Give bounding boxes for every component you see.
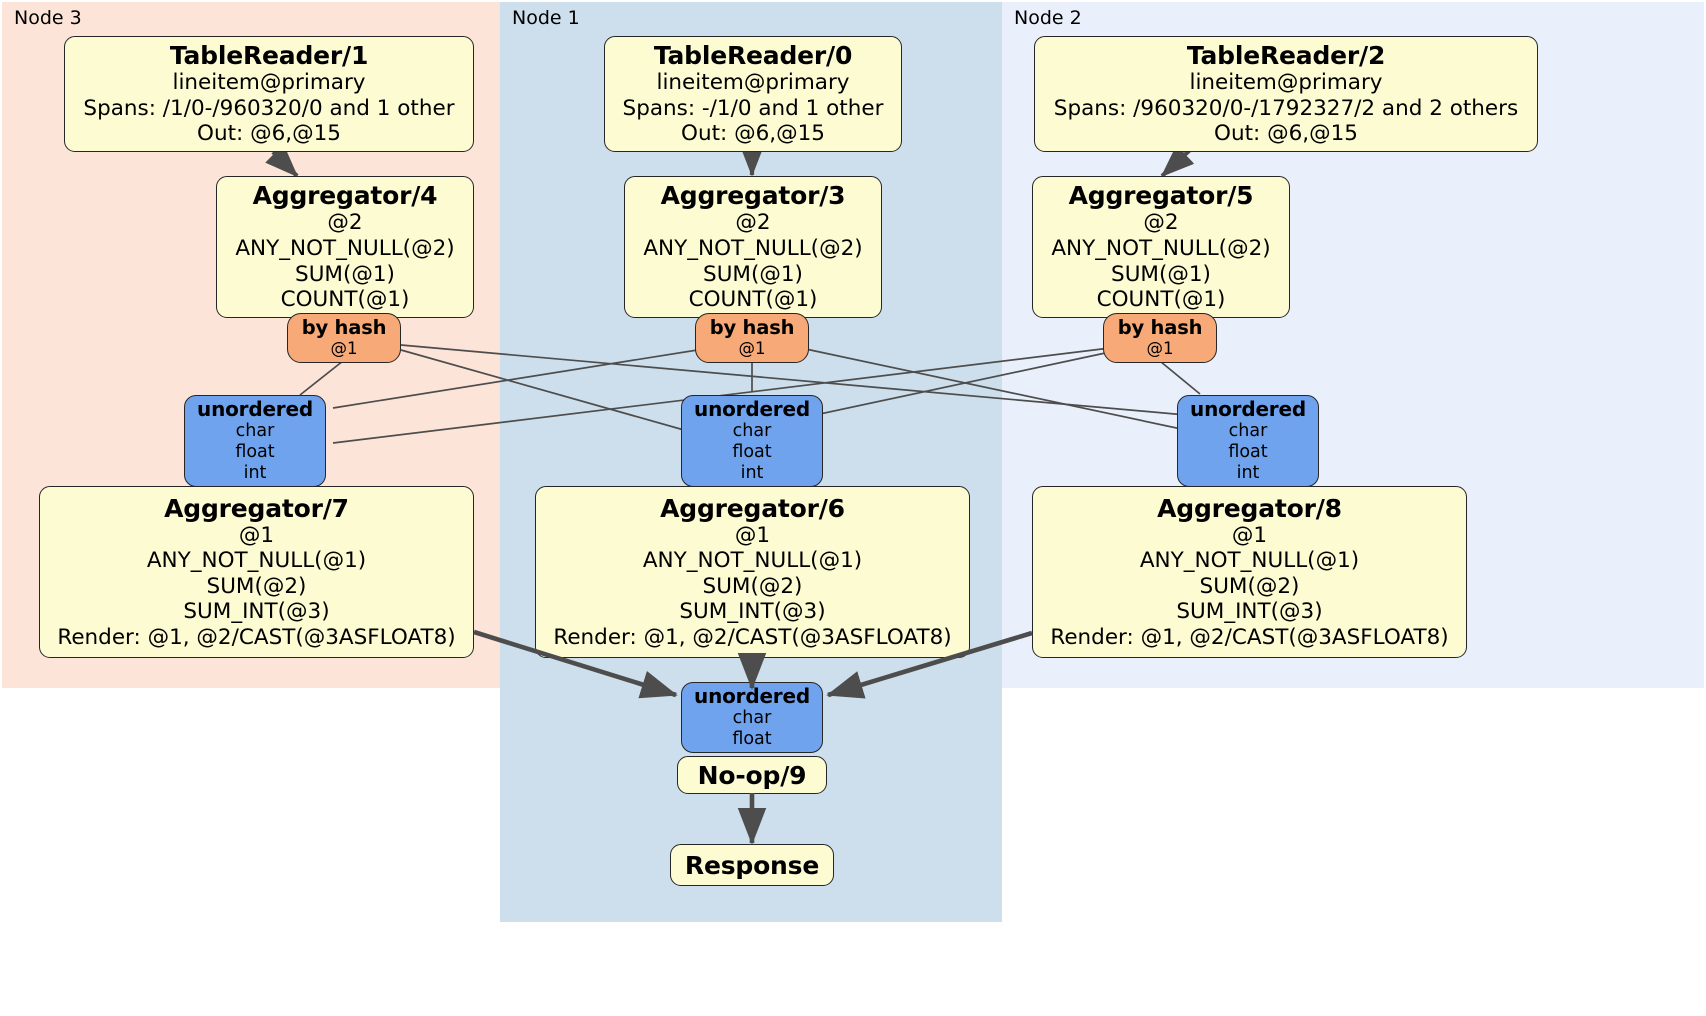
box-title: TableReader/1 [169, 41, 369, 71]
box-title: Aggregator/7 [164, 493, 349, 523]
processor-aggregator-7[interactable]: Aggregator/7 @1 ANY_NOT_NULL(@1) SUM(@2)… [39, 486, 474, 658]
processor-aggregator-3[interactable]: Aggregator/3 @2 ANY_NOT_NULL(@2) SUM(@1)… [624, 176, 882, 318]
box-line: char [1228, 421, 1268, 442]
synchronizer-unordered-center[interactable]: unordered char float int [681, 395, 823, 487]
box-line: @2 [735, 210, 771, 236]
box-line: Out: @6,@15 [1214, 121, 1358, 147]
box-line: SUM(@1) [1111, 261, 1211, 287]
router-by-hash-right[interactable]: by hash @1 [1103, 313, 1217, 363]
processor-response[interactable]: Response [670, 844, 834, 886]
box-line: @2 [1143, 210, 1179, 236]
box-line: SUM(@2) [206, 573, 307, 599]
box-line: char [235, 421, 275, 442]
box-line: ANY_NOT_NULL(@2) [643, 235, 863, 261]
region-label-node-2: Node 2 [1014, 7, 1082, 29]
box-title: Aggregator/6 [660, 493, 845, 523]
box-title: No-op/9 [697, 760, 807, 790]
router-by-hash-left[interactable]: by hash @1 [287, 313, 401, 363]
box-line: ANY_NOT_NULL(@1) [642, 548, 863, 574]
box-line: char [732, 708, 772, 729]
processor-aggregator-5[interactable]: Aggregator/5 @2 ANY_NOT_NULL(@2) SUM(@1)… [1032, 176, 1290, 318]
box-line: SUM(@2) [702, 573, 803, 599]
box-line: @1 [734, 522, 771, 548]
box-line: COUNT(@1) [688, 287, 818, 313]
processor-table-reader-1[interactable]: TableReader/1 lineitem@primary Spans: /1… [64, 36, 474, 152]
box-line: Spans: /960320/0-/1792327/2 and 2 others [1053, 95, 1519, 121]
box-line: SUM(@1) [703, 261, 803, 287]
box-title: Aggregator/4 [252, 181, 438, 211]
processor-table-reader-2[interactable]: TableReader/2 lineitem@primary Spans: /9… [1034, 36, 1538, 152]
box-line: COUNT(@1) [280, 287, 410, 313]
box-title: TableReader/2 [1186, 41, 1386, 71]
box-title: Aggregator/3 [660, 181, 846, 211]
box-line: @1 [238, 522, 275, 548]
box-line: float [235, 442, 275, 463]
box-title: TableReader/0 [653, 41, 853, 71]
router-by-hash-center[interactable]: by hash @1 [695, 313, 809, 363]
box-line: Render: @1, @2/CAST(@3ASFLOAT8) [57, 624, 456, 650]
box-line: Out: @6,@15 [197, 121, 341, 147]
box-line: float [732, 442, 772, 463]
box-title: Response [684, 850, 820, 880]
box-line: Spans: /1/0-/960320/0 and 1 other [83, 95, 455, 121]
box-line: int [243, 463, 267, 484]
box-line: float [1228, 442, 1268, 463]
box-line: SUM(@2) [1199, 573, 1300, 599]
box-line: int [740, 463, 764, 484]
synchronizer-unordered-final[interactable]: unordered char float [681, 682, 823, 753]
synchronizer-unordered-right[interactable]: unordered char float int [1177, 395, 1319, 487]
box-line: Render: @1, @2/CAST(@3ASFLOAT8) [553, 624, 952, 650]
box-line: @1 [1146, 339, 1174, 359]
box-line: Render: @1, @2/CAST(@3ASFLOAT8) [1050, 624, 1449, 650]
box-line: int [1236, 463, 1260, 484]
box-title: Aggregator/8 [1157, 493, 1342, 523]
box-line: @1 [738, 339, 766, 359]
box-title: Aggregator/5 [1068, 181, 1254, 211]
box-line: lineitem@primary [1189, 70, 1383, 96]
processor-aggregator-8[interactable]: Aggregator/8 @1 ANY_NOT_NULL(@1) SUM(@2)… [1032, 486, 1467, 658]
box-line: SUM_INT(@3) [183, 599, 330, 625]
box-line: @2 [327, 210, 363, 236]
box-title: by hash [709, 315, 795, 339]
box-line: Out: @6,@15 [681, 121, 825, 147]
processor-noop-9[interactable]: No-op/9 [677, 756, 827, 794]
box-line: ANY_NOT_NULL(@2) [1051, 235, 1271, 261]
box-title: by hash [301, 315, 387, 339]
box-line: SUM_INT(@3) [1176, 599, 1323, 625]
box-line: COUNT(@1) [1096, 287, 1226, 313]
box-title: unordered [694, 396, 810, 421]
box-title: unordered [694, 683, 810, 708]
box-line: char [732, 421, 772, 442]
box-line: @1 [330, 339, 358, 359]
box-line: float [732, 729, 772, 750]
box-line: lineitem@primary [656, 70, 850, 96]
box-line: ANY_NOT_NULL(@1) [146, 548, 367, 574]
processor-table-reader-0[interactable]: TableReader/0 lineitem@primary Spans: -/… [604, 36, 902, 152]
region-label-node-3: Node 3 [14, 7, 82, 29]
processor-aggregator-6[interactable]: Aggregator/6 @1 ANY_NOT_NULL(@1) SUM(@2)… [535, 486, 970, 658]
region-label-node-1: Node 1 [512, 7, 580, 29]
synchronizer-unordered-left[interactable]: unordered char float int [184, 395, 326, 487]
processor-aggregator-4[interactable]: Aggregator/4 @2 ANY_NOT_NULL(@2) SUM(@1)… [216, 176, 474, 318]
box-line: SUM_INT(@3) [679, 599, 826, 625]
box-title: unordered [197, 396, 313, 421]
box-line: lineitem@primary [172, 70, 366, 96]
box-line: Spans: -/1/0 and 1 other [622, 95, 884, 121]
box-title: unordered [1190, 396, 1306, 421]
box-line: @1 [1231, 522, 1268, 548]
box-title: by hash [1117, 315, 1203, 339]
box-line: ANY_NOT_NULL(@2) [235, 235, 455, 261]
box-line: ANY_NOT_NULL(@1) [1139, 548, 1360, 574]
box-line: SUM(@1) [295, 261, 395, 287]
